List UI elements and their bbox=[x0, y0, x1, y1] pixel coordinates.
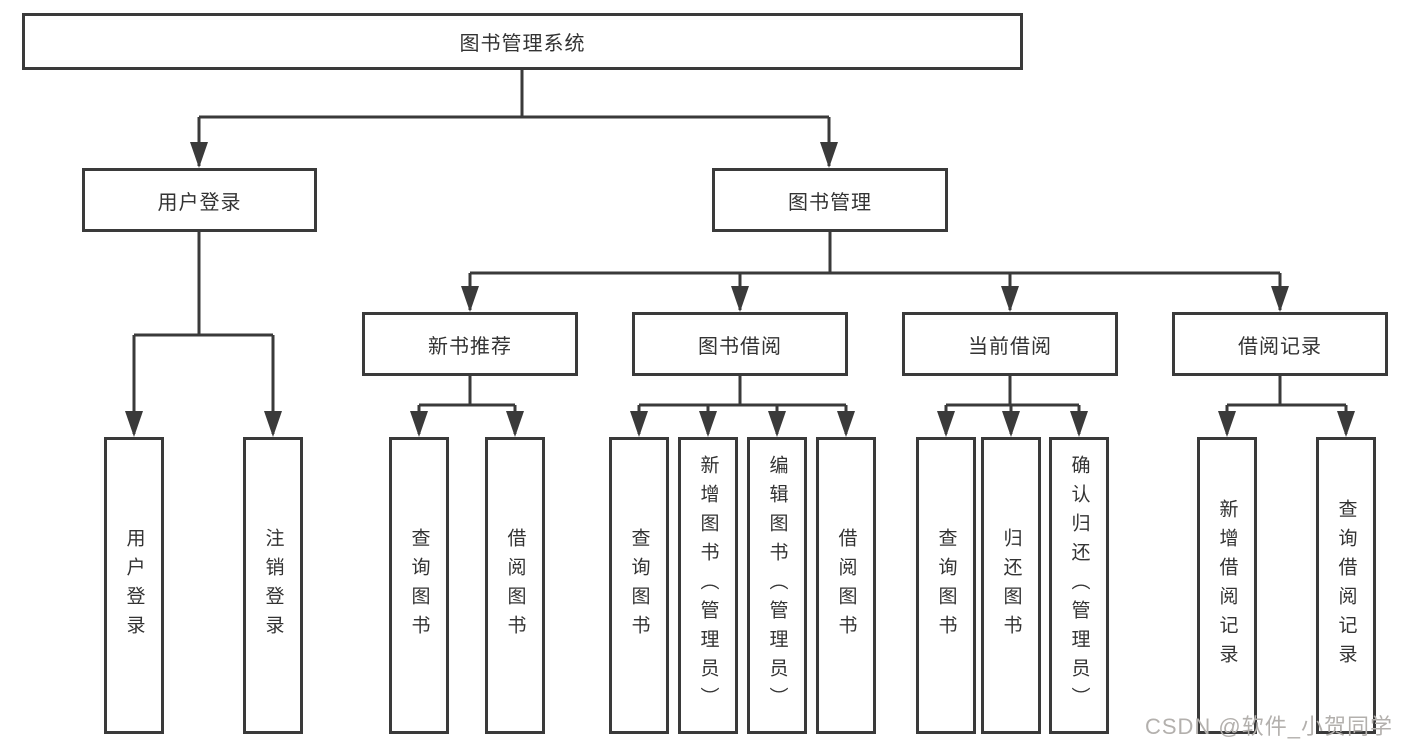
leaf-query-borrow-record: 查询借阅记录 bbox=[1316, 437, 1376, 734]
arrow-icon bbox=[1002, 411, 1020, 437]
leaf-borrow-book-borrow: 借阅图书 bbox=[816, 437, 876, 734]
edge-newbookrec-leaves bbox=[417, 376, 517, 434]
leaf-user-login: 用户登录 bbox=[104, 437, 164, 734]
node-book-management-label: 图书管理 bbox=[788, 191, 872, 214]
arrow-icon bbox=[731, 286, 749, 312]
leaf-return-book: 归还图书 bbox=[981, 437, 1041, 734]
leaf-borrow-book-rec-label: 借阅图书 bbox=[504, 527, 526, 644]
node-current-borrowing-label: 当前借阅 bbox=[968, 335, 1052, 358]
leaf-return-book-label: 归还图书 bbox=[1000, 527, 1022, 644]
node-borrowing-records-label: 借阅记录 bbox=[1238, 335, 1322, 358]
arrow-icon bbox=[264, 411, 282, 437]
arrow-icon bbox=[506, 411, 524, 437]
arrow-icon bbox=[630, 411, 648, 437]
arrow-icon bbox=[937, 411, 955, 437]
edge-bookmgmt-level3 bbox=[468, 232, 1282, 310]
node-book-borrowing-label: 图书借阅 bbox=[698, 335, 782, 358]
leaf-query-book-rec-label: 查询图书 bbox=[408, 527, 430, 644]
connector-lines bbox=[132, 69, 1348, 434]
arrow-icon bbox=[1001, 286, 1019, 312]
arrow-icon bbox=[1271, 286, 1289, 312]
node-borrowing-records: 借阅记录 bbox=[1172, 312, 1388, 376]
leaf-query-borrow-record-label: 查询借阅记录 bbox=[1335, 498, 1357, 673]
arrow-icon bbox=[1218, 411, 1236, 437]
leaf-logout-label: 注销登录 bbox=[262, 527, 284, 644]
leaf-edit-book-admin: 编辑图书（管理员） bbox=[747, 437, 807, 734]
leaf-add-book-admin: 新增图书（管理员） bbox=[678, 437, 738, 734]
csdn-watermark: CSDN @软件_小贺同学 bbox=[1144, 714, 1393, 739]
edge-userlogin-leaves bbox=[132, 232, 275, 434]
arrow-icon bbox=[820, 142, 838, 168]
arrow-icon bbox=[1070, 411, 1088, 437]
edge-currentborrow-leaves bbox=[944, 376, 1081, 434]
node-new-book-recommendation-label: 新书推荐 bbox=[428, 335, 512, 358]
arrow-icon bbox=[768, 411, 786, 437]
leaf-edit-book-admin-label: 编辑图书（管理员） bbox=[766, 455, 788, 716]
leaf-query-book-borrow-label: 查询图书 bbox=[628, 527, 650, 644]
leaf-user-login-label: 用户登录 bbox=[123, 527, 145, 644]
node-root-label: 图书管理系统 bbox=[459, 33, 586, 55]
leaf-confirm-return-admin: 确认归还（管理员） bbox=[1049, 437, 1109, 734]
leaf-confirm-return-admin-label: 确认归还（管理员） bbox=[1068, 455, 1090, 716]
leaf-add-borrow-record-label: 新增借阅记录 bbox=[1216, 498, 1238, 673]
arrow-icon bbox=[125, 411, 143, 437]
node-book-borrowing: 图书借阅 bbox=[632, 312, 848, 376]
arrow-icon bbox=[699, 411, 717, 437]
leaf-query-book-rec: 查询图书 bbox=[389, 437, 449, 734]
node-new-book-recommendation: 新书推荐 bbox=[362, 312, 578, 376]
edge-bookborrow-leaves bbox=[637, 376, 848, 434]
leaf-add-book-admin-label: 新增图书（管理员） bbox=[697, 455, 719, 716]
node-user-login: 用户登录 bbox=[82, 168, 317, 232]
leaf-query-book-current: 查询图书 bbox=[916, 437, 976, 734]
leaf-logout: 注销登录 bbox=[243, 437, 303, 734]
node-current-borrowing: 当前借阅 bbox=[902, 312, 1118, 376]
leaf-borrow-book-borrow-label: 借阅图书 bbox=[835, 527, 857, 644]
edge-borrowrecord-leaves bbox=[1225, 376, 1348, 434]
node-root: 图书管理系统 bbox=[22, 13, 1023, 70]
arrow-icon bbox=[837, 411, 855, 437]
node-book-management: 图书管理 bbox=[712, 168, 948, 232]
leaf-query-book-current-label: 查询图书 bbox=[935, 527, 957, 644]
arrow-icon bbox=[1337, 411, 1355, 437]
node-user-login-label: 用户登录 bbox=[157, 191, 242, 214]
arrow-icon bbox=[461, 286, 479, 312]
leaf-borrow-book-rec: 借阅图书 bbox=[485, 437, 545, 734]
arrow-icon bbox=[190, 142, 208, 168]
leaf-query-book-borrow: 查询图书 bbox=[609, 437, 669, 734]
arrow-icon bbox=[410, 411, 428, 437]
edge-root-level2 bbox=[197, 69, 831, 166]
leaf-add-borrow-record: 新增借阅记录 bbox=[1197, 437, 1257, 734]
